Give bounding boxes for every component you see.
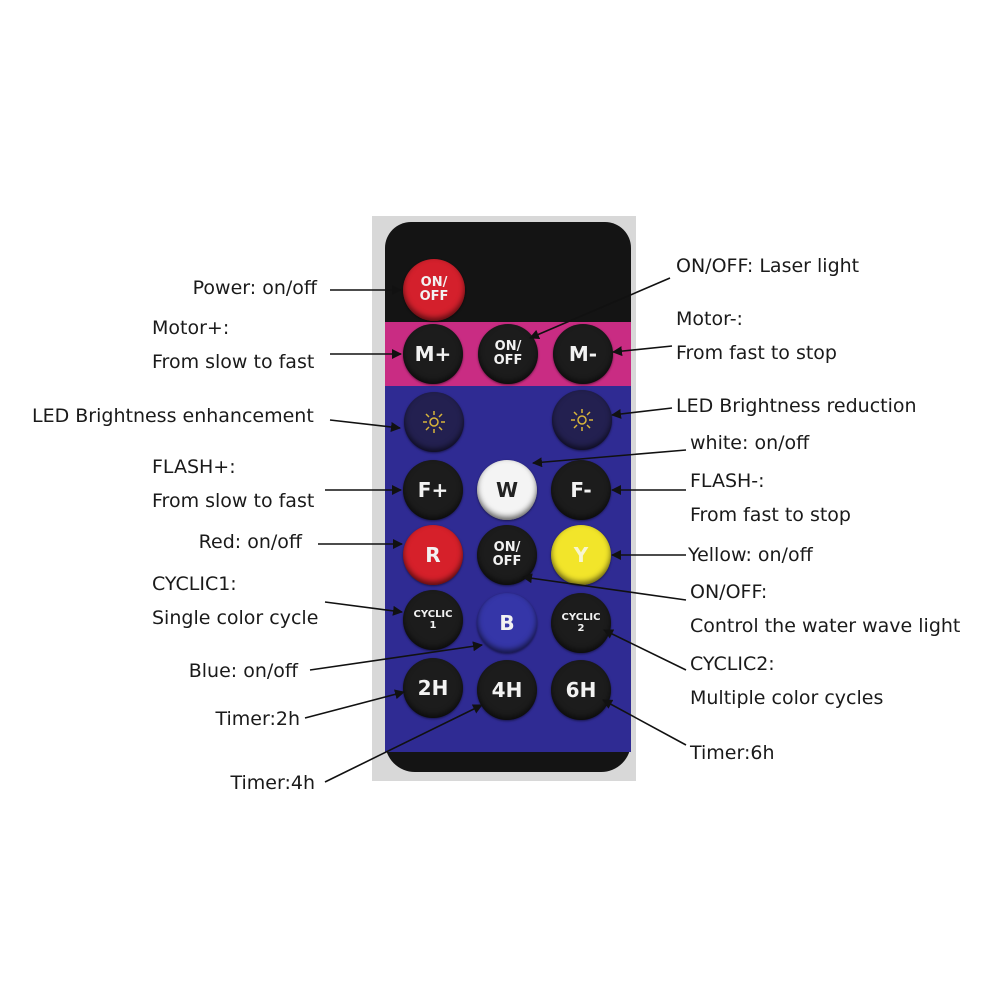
label-motor-minus-desc: From fast to stop — [676, 341, 837, 365]
label-laser: ON/OFF: Laser light — [676, 254, 859, 278]
label-cyclic2-desc: Multiple color cycles — [690, 686, 883, 710]
label-flash-minus-title: FLASH-: — [690, 469, 765, 493]
arrow-cyclic1 — [325, 602, 402, 612]
arrow-timer2 — [305, 692, 404, 718]
arrow-blue — [310, 645, 482, 670]
arrow-cyclic2 — [604, 630, 686, 670]
label-motor-plus-desc: From slow to fast — [152, 350, 314, 374]
arrow-wave — [523, 577, 686, 600]
label-motor-minus-title: Motor-: — [676, 307, 743, 331]
label-motor-plus-title: Motor+: — [152, 316, 229, 340]
label-brightness-down: LED Brightness reduction — [676, 394, 917, 418]
arrow-motor-minus — [613, 346, 672, 352]
label-cyclic1-title: CYCLIC1: — [152, 572, 237, 596]
label-flash-plus-desc: From slow to fast — [152, 489, 314, 513]
label-flash-minus-desc: From fast to stop — [690, 503, 851, 527]
label-flash-plus-title: FLASH+: — [152, 455, 236, 479]
label-brightness-up: LED Brightness enhancement — [32, 404, 314, 428]
label-wave-title: ON/OFF: — [690, 580, 767, 604]
label-cyclic1-desc: Single color cycle — [152, 606, 318, 630]
label-white: white: on/off — [690, 431, 809, 455]
arrow-white — [533, 450, 686, 463]
arrow-brightness-down — [612, 408, 672, 415]
label-timer-6h: Timer:6h — [690, 741, 775, 765]
label-wave-desc: Control the water wave light — [690, 614, 960, 638]
label-timer-4h: Timer:4h — [230, 771, 315, 795]
arrow-brightness-up — [330, 420, 400, 428]
label-yellow: Yellow: on/off — [688, 543, 813, 567]
label-cyclic2-title: CYCLIC2: — [690, 652, 775, 676]
label-red: Red: on/off — [199, 530, 302, 554]
label-blue: Blue: on/off — [189, 659, 298, 683]
arrow-laser — [530, 278, 670, 338]
label-power: Power: on/off — [193, 276, 317, 300]
arrow-timer6 — [603, 700, 686, 745]
arrow-timer4 — [325, 705, 482, 782]
label-timer-2h: Timer:2h — [215, 707, 300, 731]
